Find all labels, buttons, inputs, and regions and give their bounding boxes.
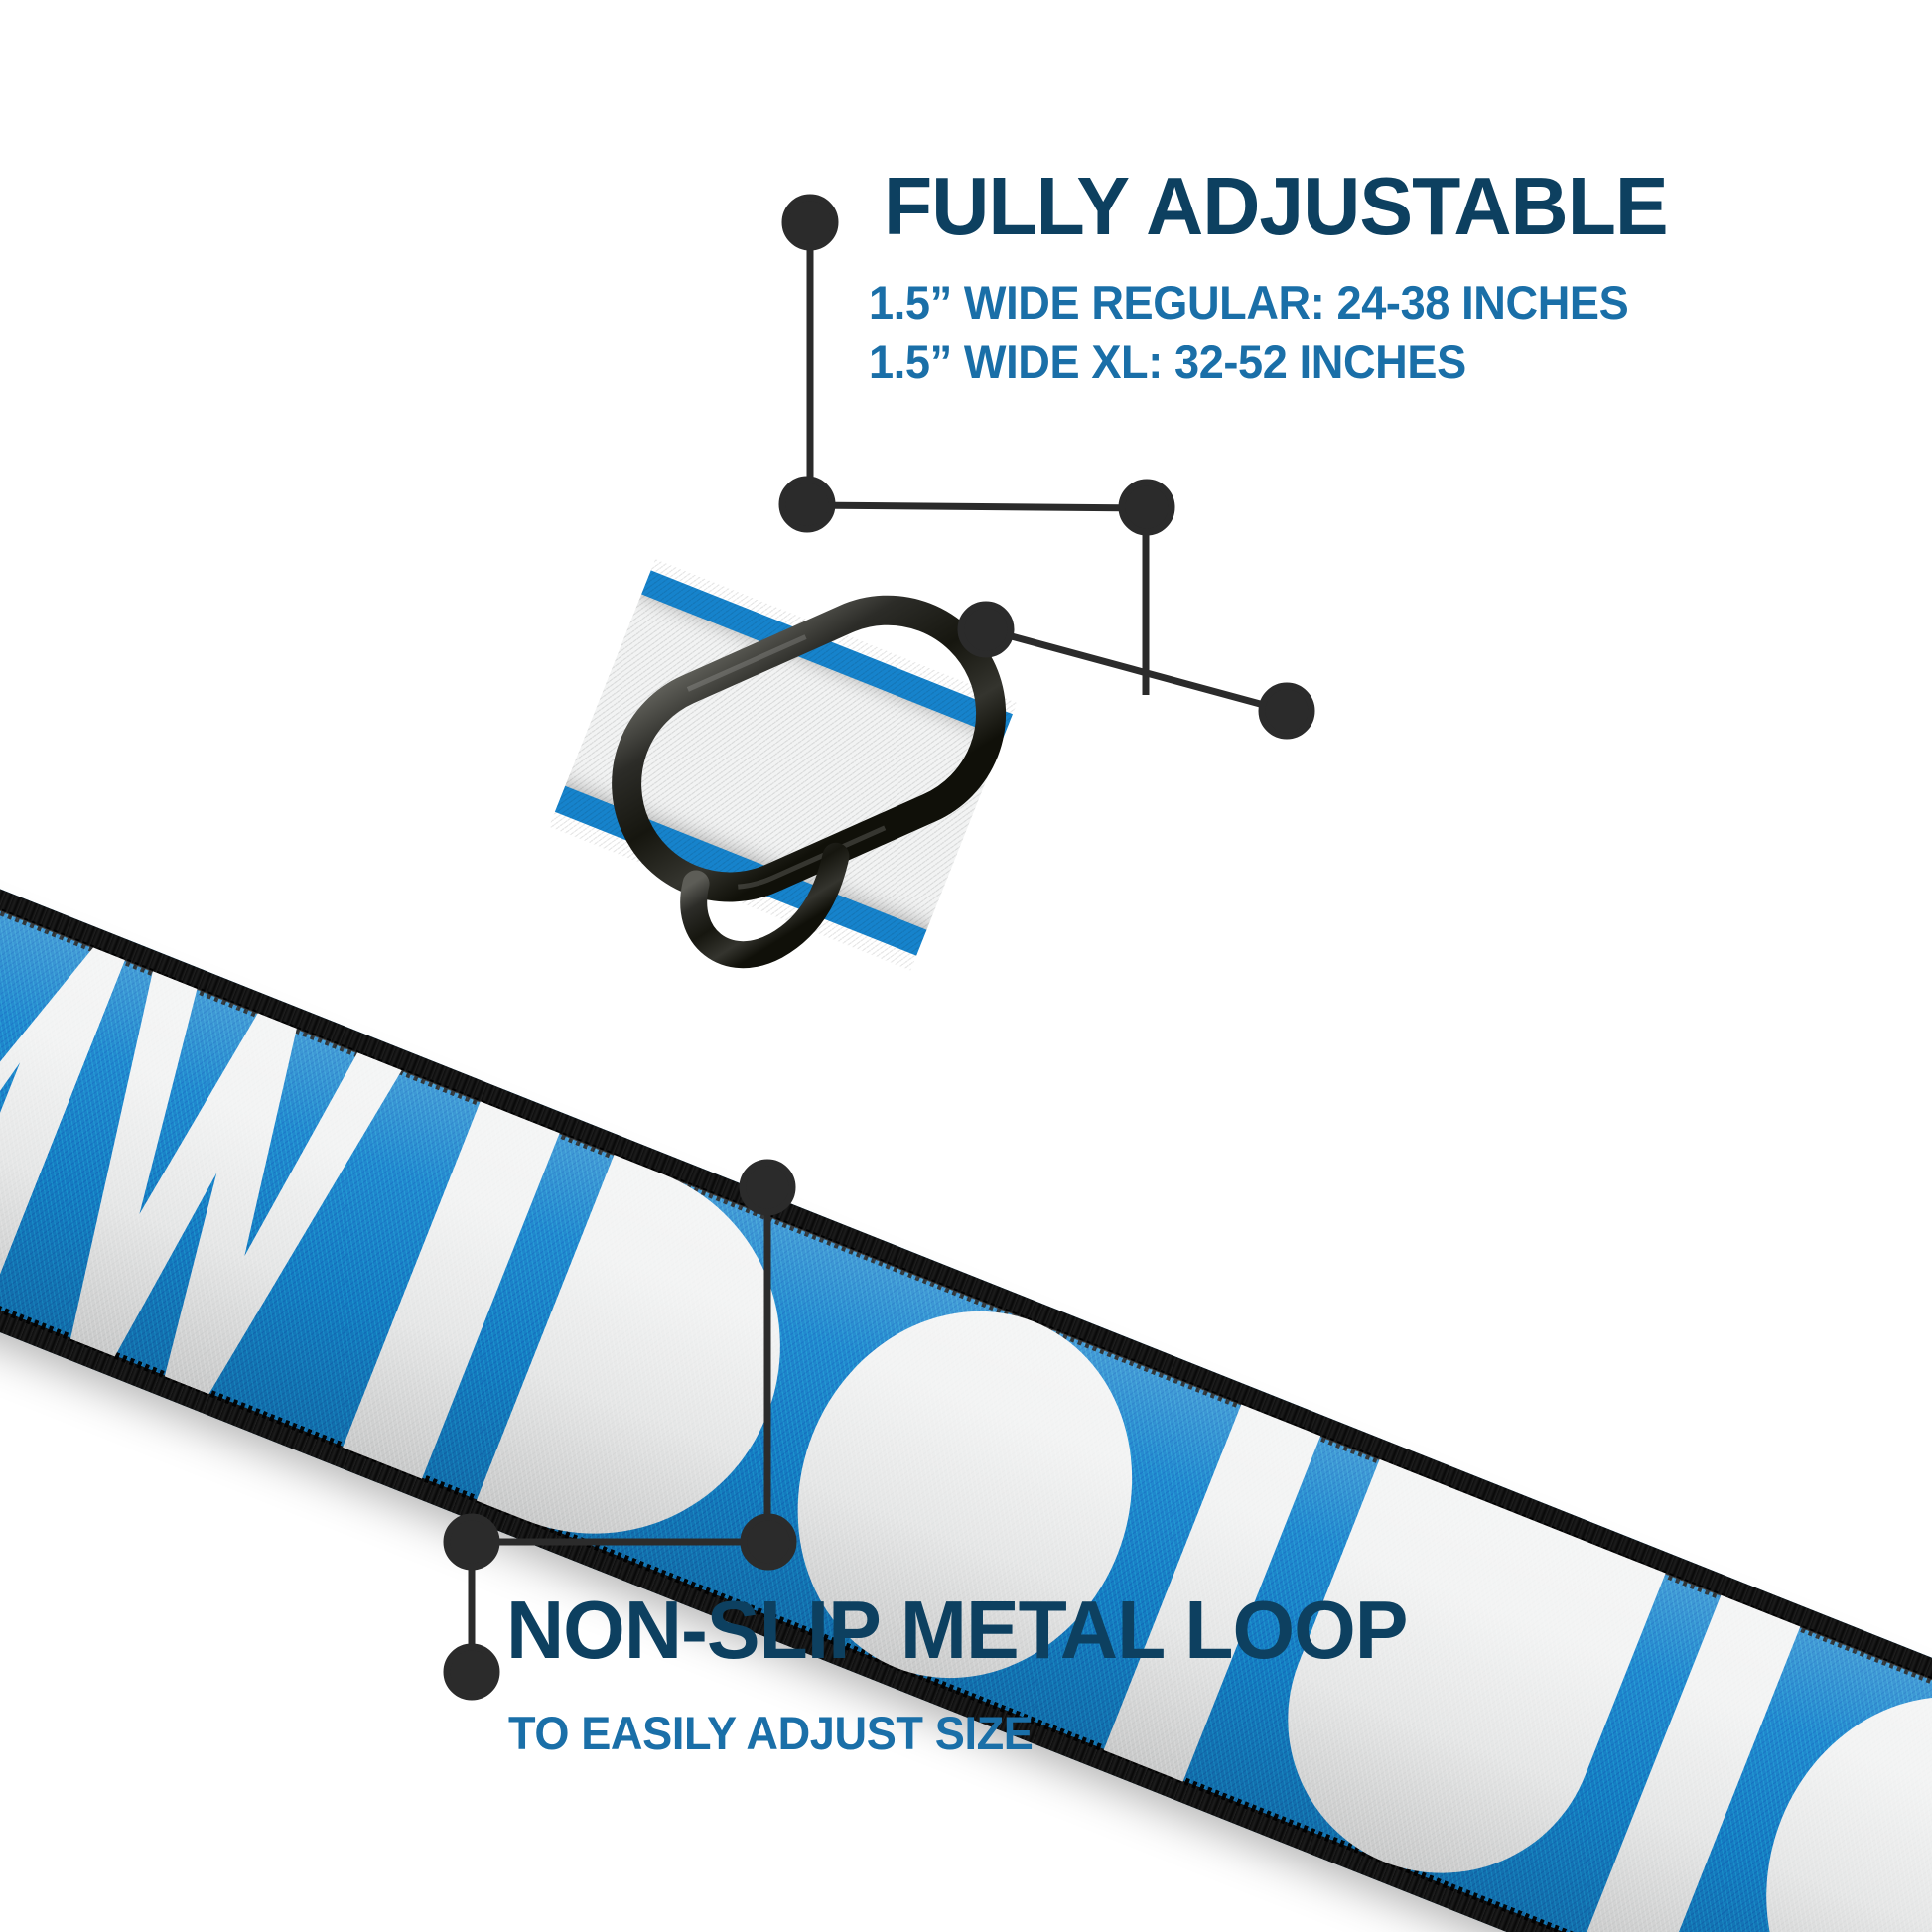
callout-title-non-slip-metal-loop: NON-SLIP METAL LOOP	[506, 1584, 1408, 1676]
metal-slider-loop	[530, 474, 1089, 1027]
callout-spec-regular: 1.5” WIDE REGULAR: 24-38 INCHES	[869, 276, 1629, 329]
printed-glyph-zigzag	[0, 802, 125, 1306]
strap-weave-texture	[0, 787, 1932, 1932]
strap-tail-through-loop	[533, 503, 1039, 1009]
strap-edge-bottom	[0, 1132, 1932, 1932]
printed-glyph-bar	[343, 1101, 560, 1479]
printed-glyph-o-2	[1712, 1646, 1932, 1932]
callout-spec-xl: 1.5” WIDE XL: 32-52 INCHES	[869, 336, 1466, 388]
callout-title-fully-adjustable: FULLY ADJUSTABLE	[884, 160, 1669, 252]
printed-glyph-bar-3	[1583, 1594, 1801, 1932]
strap-printed-lettering	[0, 787, 1932, 1932]
callout-subtext-adjust-size: TO EASILY ADJUST SIZE	[508, 1707, 1034, 1759]
strap-shading	[0, 787, 1932, 1932]
